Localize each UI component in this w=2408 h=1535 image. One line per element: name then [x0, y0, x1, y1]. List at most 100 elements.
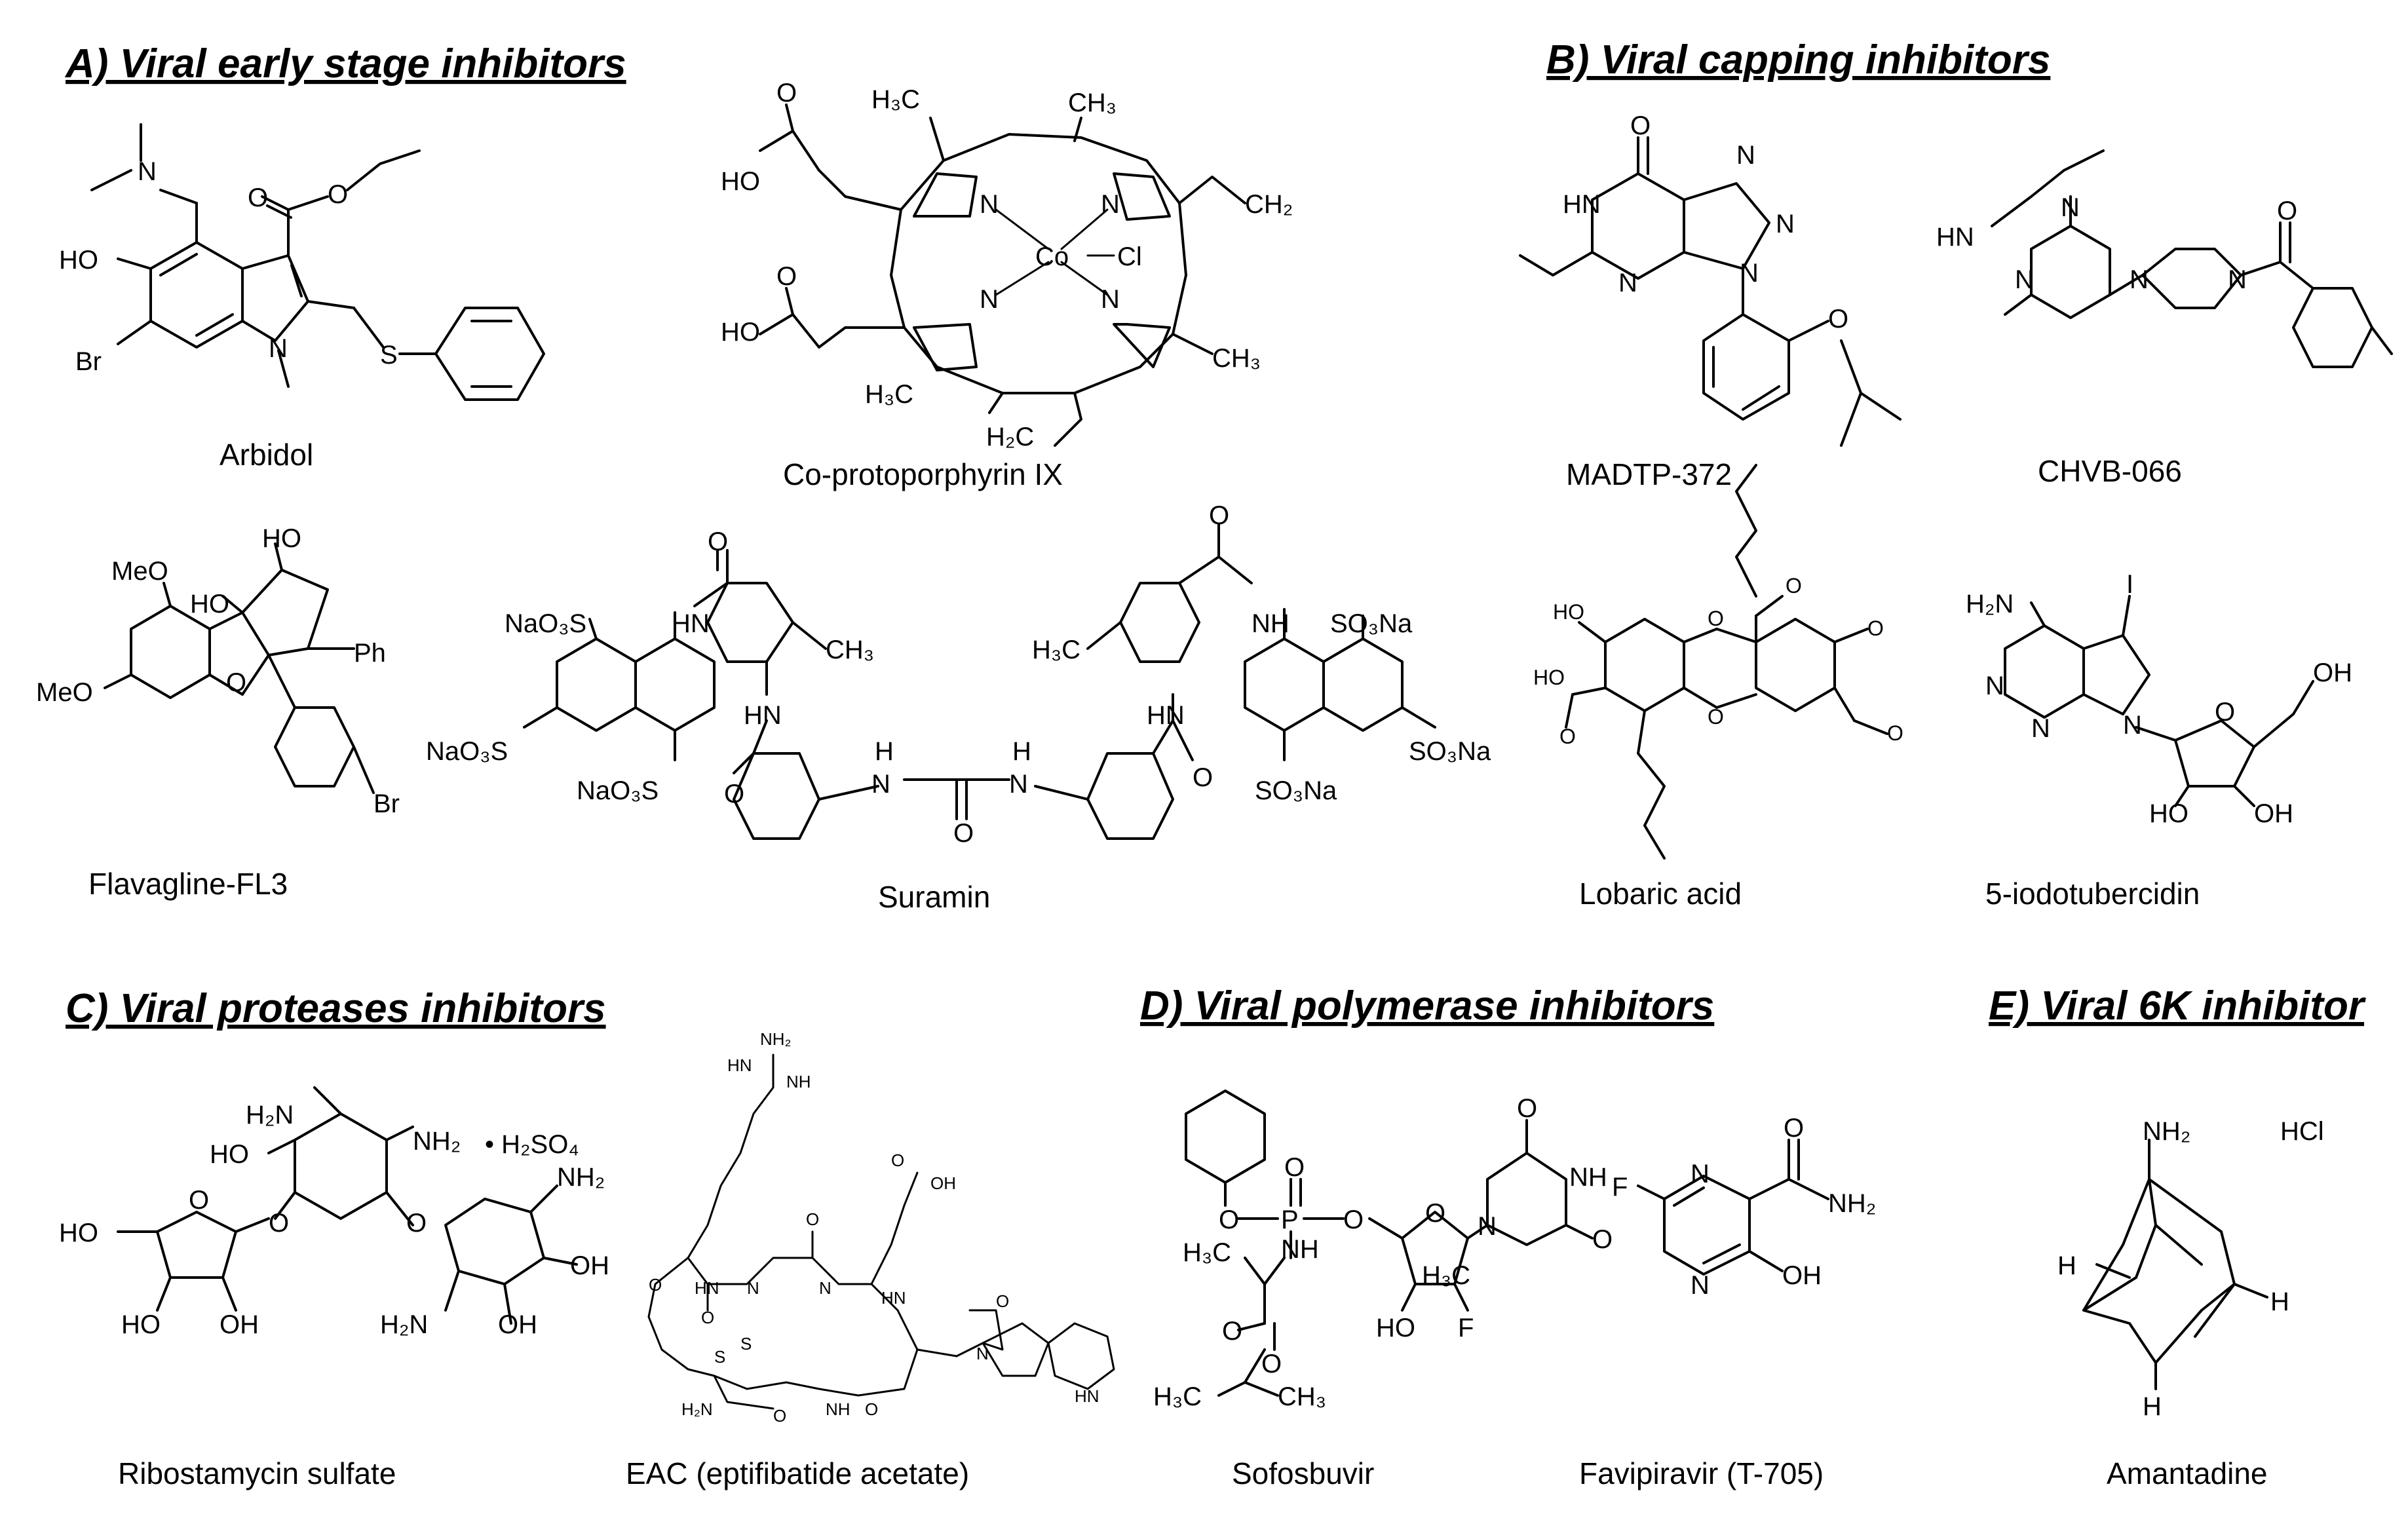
atom-o: O	[406, 1209, 427, 1238]
atom-n: N	[2015, 265, 2034, 294]
atom-oh: OH	[2254, 799, 2293, 828]
atom-i: I	[2126, 570, 2133, 599]
atom-nh: NH	[786, 1072, 811, 1091]
atom-so3na: SO₃Na	[1330, 609, 1413, 638]
atom-nh: NH	[1252, 609, 1290, 638]
atom-hn: HN	[1936, 223, 1974, 252]
atom-n: N	[2123, 711, 2142, 740]
compound-name-favipiravir: Favipiravir (T-705)	[1579, 1456, 1824, 1490]
atom-o: O	[1559, 725, 1576, 748]
compound-name-madtp-372: MADTP-372	[1566, 457, 1732, 491]
atom-ho: HO	[721, 167, 760, 196]
atom-oh: OH	[1782, 1261, 1822, 1290]
atom-o: O	[649, 1275, 662, 1295]
structure-suramin: NaO₃S NaO₃S NaO₃S HN O CH₃ HN O H N H N …	[426, 501, 1491, 848]
section-c-title: C) Viral proteases inhibitors	[66, 986, 606, 1031]
atom-o: O	[806, 1209, 819, 1229]
section-b-title: B) Viral capping inhibitors	[1546, 37, 2050, 83]
atom-o: O	[1867, 616, 1884, 640]
compound-name-suramin: Suramin	[878, 880, 990, 914]
atom-oh: OH	[498, 1310, 537, 1339]
atom-o: O	[724, 780, 744, 808]
atom-o: O	[189, 1186, 209, 1215]
atom-n: N	[2061, 193, 2080, 222]
atom-nh2: NH₂	[413, 1127, 461, 1156]
atom-h2n: H₂N	[380, 1310, 428, 1339]
atom-nao3s: NaO₃S	[577, 776, 659, 805]
atom-h3c: H₃C	[865, 380, 913, 409]
atom-hn: HN	[727, 1055, 752, 1075]
atom-nh2: NH₂	[557, 1163, 605, 1192]
structure-favipiravir: F N N O NH₂ OH	[1612, 1114, 1876, 1300]
structure-co-protoporphyrin: H₃C CH₃ HO O HO O CH₂ CH₃ H₃C H₂C N N N …	[721, 79, 1293, 451]
atom-ho: HO	[121, 1310, 161, 1339]
atom-meo: MeO	[36, 678, 93, 707]
atom-n: N	[1101, 190, 1120, 219]
atom-hn: HN	[744, 701, 782, 730]
atom-ho: HO	[1376, 1314, 1415, 1342]
atom-h3c: H₃C	[871, 85, 920, 114]
atom-o: O	[269, 1209, 289, 1238]
atom-s: S	[380, 341, 398, 370]
atom-o: O	[1708, 607, 1724, 630]
atom-h2n: H₂N	[246, 1101, 294, 1129]
atom-nh2: NH₂	[760, 1029, 792, 1049]
compound-name-co-protoporphyrin: Co-protoporphyrin IX	[783, 457, 1063, 491]
atom-o: O	[1784, 1114, 1804, 1143]
atom-nh: NH	[1569, 1163, 1607, 1192]
atom-o: O	[1517, 1094, 1537, 1123]
atom-hn: HN	[881, 1288, 906, 1308]
atom-ch2: CH₂	[1245, 190, 1293, 219]
atom-hn: HN	[695, 1278, 719, 1298]
section-d-title: D) Viral polymerase inhibitors	[1140, 983, 1714, 1029]
structure-5-iodotubercidin: I H₂N N N N O OH HO OH	[1966, 570, 2352, 828]
atom-ho: HO	[2149, 799, 2188, 828]
atom-ho: HO	[59, 246, 98, 275]
atom-n: N	[2031, 714, 2050, 743]
atom-n: N	[1736, 141, 1755, 170]
atom-p: P	[1281, 1205, 1299, 1234]
atom-n: N	[2228, 265, 2247, 294]
atom-o: O	[1209, 501, 1229, 530]
atom-hn: HN	[672, 609, 710, 638]
section-e-title: E) Viral 6K inhibitor	[1989, 983, 2366, 1029]
atom-o: O	[1887, 721, 1903, 745]
atom-o: O	[1630, 111, 1651, 140]
atom-hn: HN	[1147, 701, 1185, 730]
atom-n: N	[871, 770, 890, 799]
compound-name-amantadine: Amantadine	[2107, 1456, 2268, 1490]
atom-o: O	[776, 79, 797, 107]
atom-ph: Ph	[354, 639, 386, 668]
atom-n: N	[1478, 1212, 1497, 1241]
atom-ho: HO	[262, 524, 301, 553]
atom-o: O	[1193, 763, 1213, 792]
atom-nh2: NH₂	[2143, 1117, 2190, 1146]
structure-arbidol: N HO Br O O N S	[59, 123, 545, 401]
atom-nh2: NH₂	[1828, 1189, 1876, 1218]
structure-madtp-372: O HN N N N N O	[1519, 111, 1902, 447]
atom-cl: Cl	[1117, 242, 1142, 271]
atom-o: O	[1592, 1225, 1613, 1254]
atom-meo: MeO	[111, 557, 168, 586]
atom-o: O	[248, 183, 268, 212]
atom-h: H	[875, 737, 894, 766]
structure-flavagline-fl3: MeO MeO O HO HO Ph Br	[36, 524, 400, 818]
atom-br: Br	[75, 347, 102, 376]
atom-n: N	[819, 1278, 831, 1298]
atom-h2n: H₂N	[1966, 590, 2014, 618]
atom-ho: HO	[721, 318, 760, 347]
atom-nao3s: NaO₃S	[505, 609, 586, 638]
compound-name-flavagline-fl3: Flavagline-FL3	[88, 867, 288, 901]
atom-h2c: H₂C	[986, 423, 1034, 451]
atom-o: O	[953, 819, 974, 848]
structure-chvb-066: HN N N N N O	[1936, 149, 2393, 368]
atom-oh: OH	[220, 1310, 259, 1339]
atom-o: O	[773, 1406, 786, 1426]
atom-oh: OH	[570, 1251, 609, 1280]
atom-f: F	[1458, 1314, 1474, 1342]
compound-name-eac: EAC (eptifibatide acetate)	[626, 1456, 969, 1490]
atom-h: H	[2270, 1287, 2289, 1316]
atom-n: N	[1985, 672, 2004, 700]
atom-hcl: HCl	[2280, 1117, 2324, 1146]
